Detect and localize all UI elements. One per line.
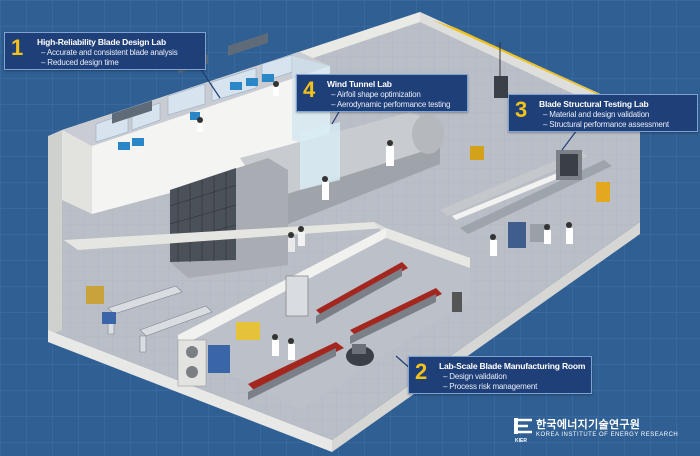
callout-design-lab: 1 High-Reliability Blade Design Lab – Ac… — [4, 32, 206, 70]
control-cabinet — [508, 222, 526, 248]
callout-item: – Design validation — [443, 372, 507, 381]
blade-molds — [248, 262, 442, 400]
forklift — [470, 146, 484, 160]
test-section-glass — [300, 122, 340, 190]
institute-name-english: KOREA INSTITUTE OF ENERGY RESEARCH — [536, 432, 679, 438]
test-blade — [452, 172, 564, 220]
callout-item: – Accurate and consistent blade analysis — [41, 48, 178, 57]
institute-name-korean: 한국에너지기술연구원 — [536, 419, 641, 431]
callout-item: – Process risk management — [443, 382, 538, 391]
callout-item: – Material and design validation — [543, 110, 650, 119]
callout-item: – Aerodynamic performance testing — [331, 100, 451, 109]
structural-test-bed — [440, 150, 612, 234]
callout-structural-testing: 3 Blade Structural Testing Lab – Materia… — [508, 94, 698, 132]
callout-title: Blade Structural Testing Lab — [539, 99, 649, 109]
callout-item: – Reduced design time — [41, 58, 119, 67]
callout-item: – Airfoil shape optimization — [331, 90, 421, 99]
callout-number: 3 — [515, 97, 528, 122]
callout-number: 4 — [303, 77, 316, 102]
outer-wall-front — [48, 330, 332, 452]
callout-title: Wind Tunnel Lab — [327, 79, 392, 89]
institute-logo: 한국에너지기술연구원 KOREA INSTITUTE OF ENERGY RES… — [514, 415, 694, 445]
design-lab-wall — [92, 66, 330, 214]
kier-logo-mark: KIER — [514, 418, 532, 444]
callout-number: 1 — [11, 35, 24, 60]
manufacturing-door — [285, 275, 309, 317]
outer-wall-left — [48, 130, 62, 336]
cart — [86, 286, 104, 304]
callout-wind-tunnel: 4 Wind Tunnel Lab – Airfoil shape optimi… — [296, 74, 468, 112]
callout-title: Lab-Scale Blade Manufacturing Room — [439, 361, 586, 371]
callout-manufacturing-room: 2 Lab-Scale Blade Manufacturing Room – D… — [408, 356, 592, 394]
outer-wall-right — [332, 222, 640, 452]
robot-arm — [596, 182, 610, 202]
callout-item: – Structural performance assessment — [543, 120, 669, 129]
logo-abbreviation: KIER — [515, 438, 527, 444]
callout-number: 2 — [415, 359, 428, 384]
callout-title: High-Reliability Blade Design Lab — [37, 37, 166, 47]
